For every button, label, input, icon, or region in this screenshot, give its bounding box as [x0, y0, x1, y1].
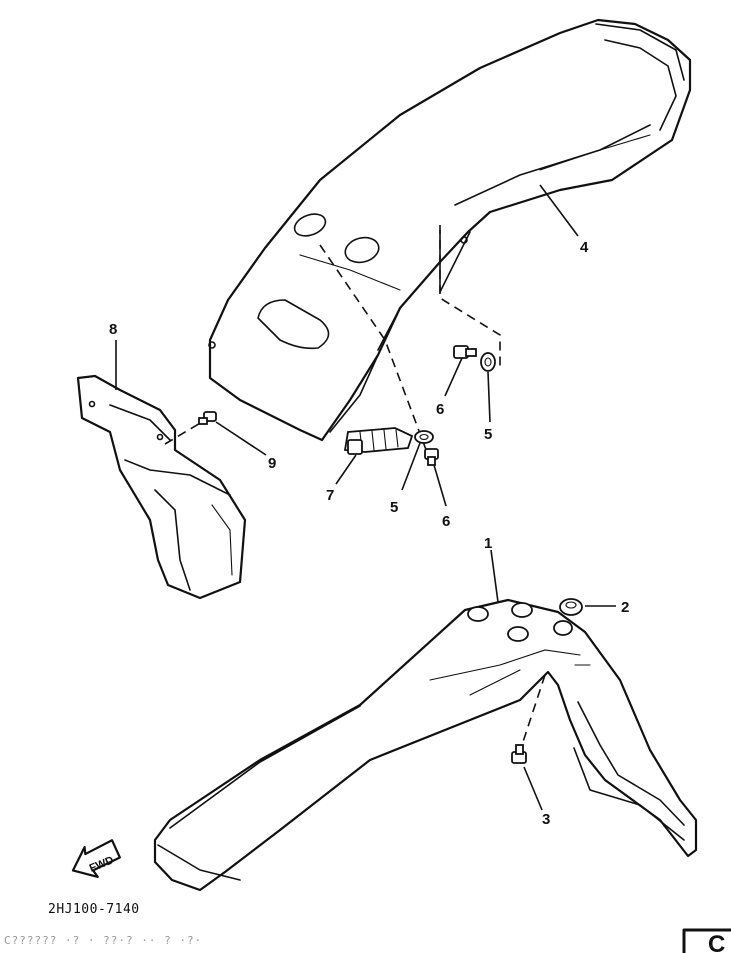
washer-part-5 [480, 352, 496, 372]
leader-line [490, 549, 499, 603]
leader-line [215, 421, 267, 456]
callout-number: 4 [580, 239, 589, 256]
front-fender-part-1 [153, 598, 698, 892]
callout-number: 6 [442, 513, 450, 530]
leader-line [433, 464, 447, 507]
leader-line [444, 357, 463, 397]
leader-line [401, 442, 421, 491]
clamp-band-part-7 [343, 427, 414, 455]
callout-number: 6 [436, 401, 444, 418]
scan-noise-text: C?????? ·? · ??·? ·· ? ·?· [4, 934, 202, 947]
grommet-part-2 [559, 598, 583, 616]
leader-line [523, 766, 543, 811]
forward-arrow-icon: FWD [71, 839, 121, 879]
rear-fender-part-4 [208, 18, 692, 442]
washer-part-5 [414, 430, 434, 444]
assembly-guide-line [439, 225, 501, 370]
svg-text:C: C [708, 931, 725, 953]
assembly-guide-line [164, 421, 203, 445]
callout-number: 8 [109, 321, 117, 338]
bolt-part-6 [453, 345, 477, 359]
corner-mark-icon: C [682, 928, 731, 953]
leader-line [335, 454, 357, 485]
callout-number: 1 [484, 535, 492, 552]
mudflap-part-8 [76, 374, 247, 600]
assembly-guide-line [319, 244, 429, 456]
screw-part-9 [198, 411, 217, 425]
callout-number: 7 [326, 487, 334, 504]
drawing-code: 2HJ100-7140 [48, 902, 140, 917]
bolt-part-3 [511, 744, 527, 764]
leader-line [487, 371, 491, 423]
leader-line [539, 184, 579, 237]
callout-number: 5 [484, 426, 492, 443]
callout-number: 2 [621, 599, 629, 616]
callout-number: 5 [390, 499, 398, 516]
bolt-part-6 [424, 448, 439, 466]
callout-number: 9 [268, 455, 276, 472]
callout-number: 3 [542, 811, 550, 828]
assembly-guide-line [521, 674, 546, 746]
